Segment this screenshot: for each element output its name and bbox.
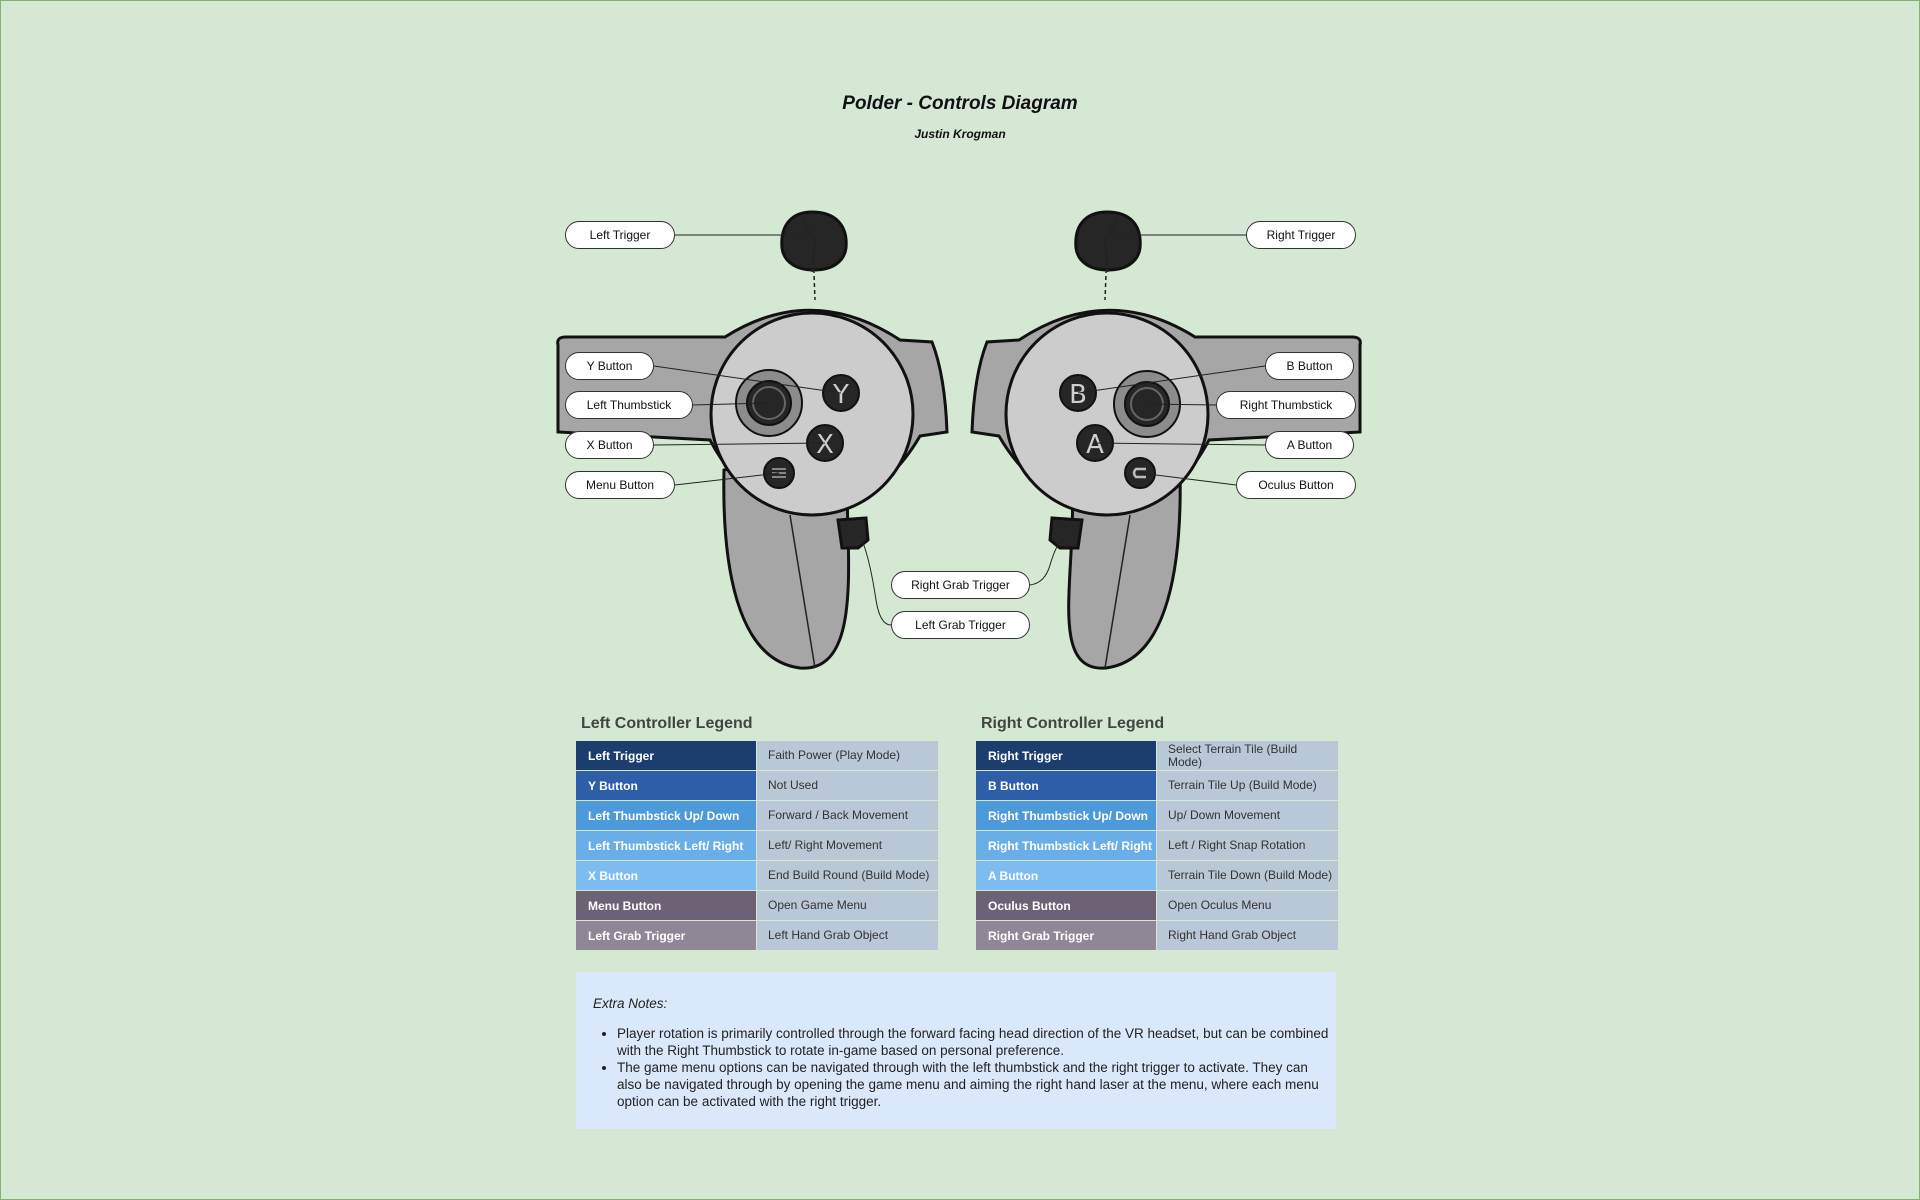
- diagram-title: Polder - Controls Diagram: [842, 93, 1078, 114]
- legend-key: Left Thumbstick Up/ Down: [576, 801, 756, 830]
- legend-value: End Build Round (Build Mode): [757, 861, 938, 890]
- label-right-thumbstick: Right Thumbstick: [1216, 391, 1356, 419]
- diagram-subtitle: Justin Krogman: [914, 127, 1006, 141]
- legend-value: Forward / Back Movement: [757, 801, 938, 830]
- left-face-inner-lines: [789, 219, 816, 669]
- label-a-button: A Button: [1265, 431, 1354, 459]
- legend-key: B Button: [976, 771, 1156, 800]
- legend-key: Right Thumbstick Left/ Right: [976, 831, 1156, 860]
- legend-value: Right Hand Grab Object: [1157, 921, 1338, 950]
- label-left-trigger: Left Trigger: [565, 221, 675, 249]
- legend-key: Left Grab Trigger: [576, 921, 756, 950]
- right-trigger-shape: [1074, 210, 1142, 272]
- right-grab-trigger-shape: [1048, 516, 1084, 550]
- legend-value: Left/ Right Movement: [757, 831, 938, 860]
- extra-notes-list: Player rotation is primarily controlled …: [593, 1025, 1336, 1110]
- legend-value: Left / Right Snap Rotation: [1157, 831, 1338, 860]
- label-left-grab-trigger: Left Grab Trigger: [891, 611, 1030, 639]
- label-b-button: B Button: [1265, 352, 1354, 380]
- legend-key: Oculus Button: [976, 891, 1156, 920]
- x-button-glyph: X: [816, 430, 834, 460]
- legend-value: Up/ Down Movement: [1157, 801, 1338, 830]
- note-item: Player rotation is primarily controlled …: [617, 1025, 1336, 1059]
- label-x-button: X Button: [565, 431, 654, 459]
- left-trigger-shape: [780, 210, 848, 272]
- note-item: The game menu options can be navigated t…: [617, 1059, 1336, 1110]
- label-right-trigger: Right Trigger: [1246, 221, 1356, 249]
- legend-key: Left Thumbstick Left/ Right: [576, 831, 756, 860]
- legend-value: Faith Power (Play Mode): [757, 741, 938, 770]
- right-legend-title: Right Controller Legend: [981, 715, 1165, 732]
- legend-value: Terrain Tile Up (Build Mode): [1157, 771, 1338, 800]
- extra-notes-title: Extra Notes:: [593, 996, 668, 1011]
- legend-key: Y Button: [576, 771, 756, 800]
- legend-value: Open Game Menu: [757, 891, 938, 920]
- legend-key: A Button: [976, 861, 1156, 890]
- oculus-icon: [1132, 467, 1146, 479]
- left-controller-face: [709, 311, 915, 517]
- legend-key: Right Trigger: [976, 741, 1156, 770]
- left-controller: [556, 210, 949, 670]
- legend-key: Left Trigger: [576, 741, 756, 770]
- callout-lines: [653, 234, 1266, 626]
- legend-key: Right Thumbstick Up/ Down: [976, 801, 1156, 830]
- right-controller-face: [1004, 311, 1210, 517]
- left-legend-title: Left Controller Legend: [581, 715, 753, 732]
- legend-key: Right Grab Trigger: [976, 921, 1156, 950]
- b-button-glyph: B: [1069, 380, 1087, 410]
- legend-value: Not Used: [757, 771, 938, 800]
- right-face-inner-lines: [1104, 219, 1131, 669]
- legend-value: Left Hand Grab Object: [757, 921, 938, 950]
- extra-notes-panel: Extra Notes: Player rotation is primaril…: [576, 972, 1336, 1129]
- label-left-thumbstick: Left Thumbstick: [565, 391, 693, 419]
- legend-value: Select Terrain Tile (Build Mode): [1157, 741, 1338, 770]
- legend-key: X Button: [576, 861, 756, 890]
- legend-value: Terrain Tile Down (Build Mode): [1157, 861, 1338, 890]
- label-oculus-button: Oculus Button: [1236, 471, 1356, 499]
- label-y-button: Y Button: [565, 352, 654, 380]
- label-menu-button: Menu Button: [565, 471, 675, 499]
- label-right-grab-trigger: Right Grab Trigger: [891, 571, 1030, 599]
- legend-key: Menu Button: [576, 891, 756, 920]
- legend-value: Open Oculus Menu: [1157, 891, 1338, 920]
- y-button-glyph: Y: [832, 380, 849, 410]
- a-button-glyph: A: [1086, 430, 1104, 460]
